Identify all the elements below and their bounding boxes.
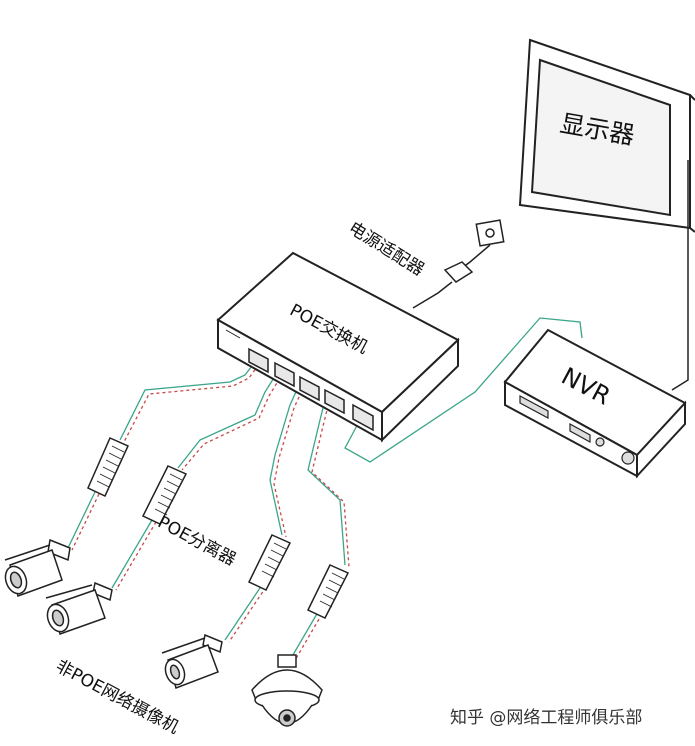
adapter-cable: [412, 281, 453, 309]
nvr-side: [636, 400, 686, 479]
dome-camera: [251, 654, 323, 727]
watermark: 知乎 @网络工程师俱乐部: [450, 708, 643, 728]
camera-2: [45, 581, 113, 635]
monitor-cable: [671, 160, 689, 391]
nvr-knob: [595, 437, 605, 447]
wall-outlet: [475, 219, 505, 247]
camera-3: [161, 633, 223, 689]
port-4: [324, 388, 345, 415]
outlet-icon: [485, 228, 495, 238]
power-adapter: [412, 219, 505, 309]
splitter-2: [141, 465, 188, 525]
adapter-box: [443, 261, 474, 283]
nvr-power-button: [621, 451, 635, 465]
monitor: [518, 38, 695, 391]
port-2: [274, 361, 295, 388]
monitor-screen: [530, 58, 671, 217]
switch-side: [381, 337, 459, 443]
switch-ports: [248, 347, 374, 432]
port-3: [299, 375, 320, 402]
camera-1: [4, 538, 71, 597]
port-5: [352, 403, 374, 432]
poe-splitters: [87, 437, 350, 619]
nvr-panel-1: [569, 422, 591, 444]
nvr-drive-slot: [519, 394, 549, 420]
splitter-4: [306, 564, 350, 619]
splitter-1: [87, 437, 129, 498]
poe-switch: [216, 251, 460, 443]
network-cables: [67, 317, 583, 663]
port-1: [248, 347, 269, 374]
nvr: [503, 328, 687, 479]
splitter-3: [247, 534, 292, 591]
